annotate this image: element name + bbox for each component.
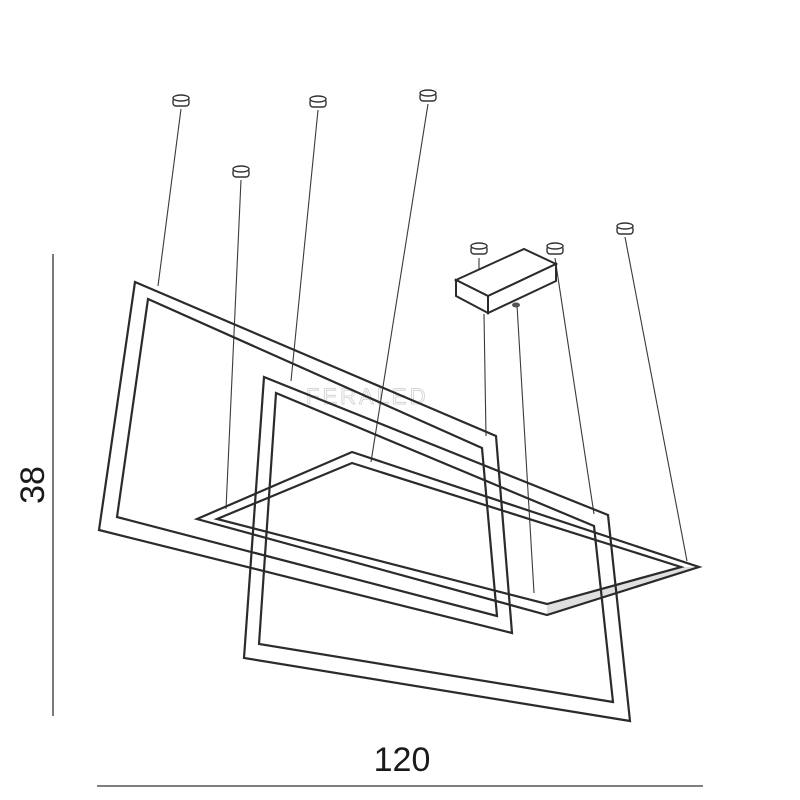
power-canopy-box bbox=[453, 247, 559, 315]
cable-3 bbox=[290, 109, 319, 382]
tilted-frame-front bbox=[242, 375, 632, 723]
width-dimension: 120 bbox=[97, 741, 703, 787]
anchor-cap-7 bbox=[616, 222, 634, 235]
suspension-cables bbox=[157, 103, 688, 594]
cable-grommet bbox=[512, 302, 520, 308]
horizontal-frame bbox=[193, 450, 703, 617]
anchor-cap-6 bbox=[546, 242, 564, 255]
tilted-frame-back bbox=[97, 280, 514, 635]
cable-1 bbox=[157, 108, 182, 287]
cable-6 bbox=[516, 304, 535, 594]
cable-8 bbox=[624, 236, 688, 562]
ceiling-anchors bbox=[172, 89, 634, 255]
cable-2 bbox=[225, 179, 242, 510]
anchor-cap-3 bbox=[309, 95, 327, 108]
width-dimension-label: 120 bbox=[374, 741, 431, 779]
height-dimension: 38 bbox=[14, 254, 54, 716]
anchor-cap-4 bbox=[419, 89, 437, 102]
height-dimension-label: 38 bbox=[14, 466, 52, 504]
anchor-cap-2 bbox=[232, 165, 250, 178]
cable-7 bbox=[554, 257, 595, 515]
anchor-cap-1 bbox=[172, 94, 190, 107]
cable-5 bbox=[483, 313, 487, 437]
anchor-cap-5 bbox=[470, 242, 488, 255]
